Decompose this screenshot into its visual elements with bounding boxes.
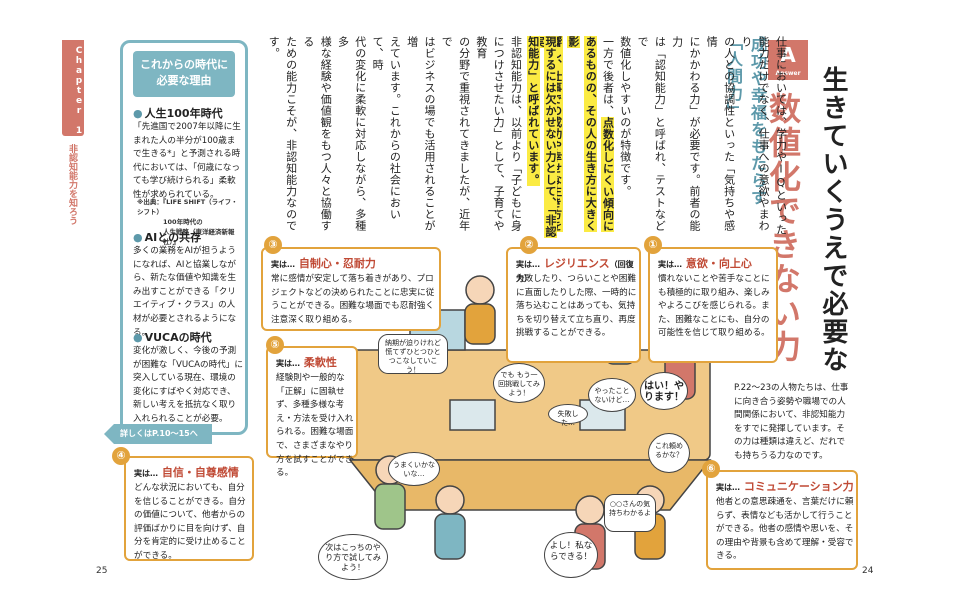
body-line: の人との協調性といった「気持ちや感情 — [705, 36, 736, 232]
section-head-vuca: VUCAの時代 — [133, 329, 212, 345]
body-line-text: 一方で後者は、 — [601, 36, 615, 117]
page-number-left: 25 — [96, 566, 108, 576]
skill-box-2: 実は… レジリエンス（回復力） 失敗したり、つらいことや困難に直面したりした際、… — [506, 247, 641, 363]
highlight-text: 点数化しにくい傾向に — [601, 116, 615, 232]
speech-bubble: うまくいかないな… — [388, 452, 440, 486]
body-line: にかかわる力」が必要です。前者の能力 — [670, 36, 701, 232]
body-line: 能力だけでなく、仕事への意欲やまわり — [739, 36, 771, 232]
highlight-text: 現するには欠かせない力として、「非認 — [544, 36, 558, 238]
skill-title: 実は… コミュニケーション力 — [716, 478, 854, 494]
skill-body: どんな状況においても、自分を信じることができる。自分の価値について、他者からの評… — [134, 483, 246, 561]
speech-bubble: 失敗した… — [548, 404, 588, 427]
skill-title: 実は… 自信・自尊感情 — [134, 464, 239, 480]
section-body-ai: 多くの業務をAIが担うようになれば、AIと協業しながら、新たな価値や知識を生み出… — [133, 246, 237, 338]
skill-box-6: 実は… コミュニケーション力 他者との意思疎通を、言葉だけに頼らず、表情なども活… — [706, 470, 858, 570]
skill-box-1: 実は… 意欲・向上心 慣れないことや苦手なことにも積極的に取り組み、楽しみやよろ… — [648, 247, 778, 363]
skill-body: 慣れないことや苦手なことにも積極的に取り組み、楽しみやよろこびを感じられる。また… — [658, 274, 770, 339]
body-line: 様な経験や価値観をもつ人々と協働する — [301, 36, 333, 232]
skill-name: 自信・自尊感情 — [161, 466, 239, 479]
section-head-life100: 人生100年時代 — [133, 105, 223, 121]
speech-bubble: ○○さんの気持ちわかるよ — [604, 494, 656, 532]
skill-title: 実は… 自制心・忍耐力 — [271, 255, 376, 271]
skill-name: 柔軟性 — [303, 356, 337, 369]
skill-title: 実は… 意欲・向上心 — [658, 255, 752, 271]
skill-box-5: 実は… 柔軟性 経験則や一般的な「正解」に固執せず、多種多様な考え・方法を受け入… — [266, 346, 358, 478]
skill-body: 失敗したり、つらいことや困難に直面したりした際、一時的に落ち込むことはあっても、… — [516, 274, 637, 339]
more-link[interactable]: 詳しくはP.10〜15へ — [104, 424, 212, 444]
skill-body: 常に感情が安定して落ち着きがあり、プロジェクトなどの決められたことに忠実に従うこ… — [271, 274, 435, 325]
subhead: 成功や幸福をもたらす 「人間力」 — [721, 34, 769, 206]
highlight-text: あるものの、その人の生き方に大きく影 — [566, 36, 598, 232]
speech-bubble: 次はこっちのやり方で試してみよう！ — [318, 534, 388, 580]
skill-prefix: 実は… — [516, 260, 540, 269]
skill-number-6: ⑥ — [702, 460, 720, 478]
skill-name: 自制心・忍耐力 — [298, 257, 376, 270]
answer-badge: A — [768, 40, 808, 80]
subhead-line2: 「人間力」 — [724, 34, 743, 119]
p22-note: P.22〜23の人物たちは、仕事に向き合う姿勢や職場での人間関係において、非認知… — [734, 383, 849, 461]
skill-name-sub: （回復力） — [516, 260, 634, 283]
skill-prefix: 実は… — [271, 260, 295, 269]
heading-line1: 生きていくうえで必要な — [818, 66, 848, 374]
speech-bubble: よし！私ならできる！ — [544, 532, 598, 578]
body-line: 数値化しやすいのが特徴です。 — [618, 36, 632, 197]
skill-body: 他者との意思疎通を、言葉だけに頼らず、表情なども活かして行うことができる。他者の… — [716, 497, 854, 562]
skill-name: 意欲・向上心 — [685, 257, 752, 270]
subhead-line1: 成功や幸福をもたらす — [748, 36, 767, 206]
speech-bubble: はい！やります！ — [640, 372, 688, 410]
body-line: はビジネスの場でも活用されることが増 — [405, 36, 436, 232]
section-head-ai: AIとの共存 — [133, 229, 202, 245]
reason-title-line1: これからの時代に — [140, 58, 228, 71]
body-line: 一方で後者は、点数化しにくい傾向に — [599, 36, 616, 241]
chapter-subtitle: 非認知能力を知ろう — [67, 144, 77, 225]
body-line: の分野で重視されてきましたが、近年で — [440, 36, 471, 232]
skill-prefix: 実は… — [716, 483, 740, 492]
skill-number-4: ④ — [112, 447, 130, 465]
speech-bubble: 納期が迫りけれど慌てずひとつひとつこなしていこう！ — [378, 334, 448, 374]
speech-bubble: これ頼めるかな？ — [648, 433, 690, 473]
page-number-right: 24 — [862, 566, 874, 576]
speech-bubble: でも もう一回挑戦してみよう！ — [493, 363, 545, 403]
body-line: えています。これからの社会において、時 — [371, 36, 402, 220]
skill-box-3: 実は… 自制心・忍耐力 常に感情が安定して落ち着きがあり、プロジェクトなどの決め… — [261, 247, 441, 331]
body-line: 仕事においては、学力やIQといった — [774, 36, 788, 236]
body-line: 非認知能力は、以前より「子どもに身 — [509, 36, 523, 232]
skill-box-4: 実は… 自信・自尊感情 どんな状況においても、自分を信じることができる。自分の価… — [124, 456, 254, 561]
body-line: ための能力こそが、非認知能力なのです。 — [267, 36, 298, 232]
skill-title: 実は… 柔軟性 — [276, 354, 337, 370]
skill-number-3: ③ — [264, 236, 282, 254]
source-note-line2: 100年時代の — [163, 218, 203, 226]
skill-name: コミュニケーション力 — [743, 480, 854, 493]
speech-bubble: やったことないけど… — [588, 378, 636, 412]
skill-title: 実は… レジリエンス（回復力） — [516, 255, 639, 284]
skill-number-1: ① — [644, 236, 662, 254]
reason-title-line2: 必要な理由 — [156, 74, 212, 87]
reason-box-title: これからの時代に 必要な理由 — [133, 51, 235, 97]
highlight-text: 知能力」と呼ばれています。 — [526, 36, 540, 186]
skill-body: 経験則や一般的な「正解」に固執せず、多種多様な考え・方法を受け入れられる。困難な… — [276, 373, 354, 479]
body-line: は「認知能力」と呼ばれ、テストなどで — [636, 36, 667, 232]
section-body-vuca: 変化が激しく、今後の予測が困難な「VUCAの時代」に突入している現在、環境の変化… — [133, 346, 243, 424]
body-text-block-a: 仕事においては、学力やIQといった 能力だけでなく、仕事への意欲やまわり の人と… — [530, 36, 789, 241]
reason-box: これからの時代に 必要な理由 人生100年時代 「先進国で2007年以降に生まれ… — [120, 40, 248, 435]
source-note-line1: ※出典：『LIFE SHIFT（ライフ・シフト） — [137, 198, 238, 216]
body-text-block-b: 現するには欠かせない力として、「非認 知能力」と呼ばれています。 非認知能力は、… — [265, 36, 559, 241]
chapter-tab: Chapter 1 — [62, 40, 84, 136]
skill-prefix: 実は… — [134, 469, 158, 478]
skill-number-5: ⑤ — [266, 336, 284, 354]
answer-badge-label: Answer — [775, 70, 801, 77]
body-line: につけさせたい力」として、子育てや教育 — [474, 36, 506, 232]
skill-number-2: ② — [520, 236, 538, 254]
section-body-life100: 「先進国で2007年以降に生まれた人の半分が100歳まで生きる*」と予測される時… — [133, 122, 241, 200]
skill-name: レジリエンス — [543, 257, 610, 270]
body-line: 代の変化に柔軟に対応しながら、多種多 — [336, 36, 367, 232]
skill-prefix: 実は… — [658, 260, 682, 269]
skill-prefix: 実は… — [276, 359, 300, 368]
